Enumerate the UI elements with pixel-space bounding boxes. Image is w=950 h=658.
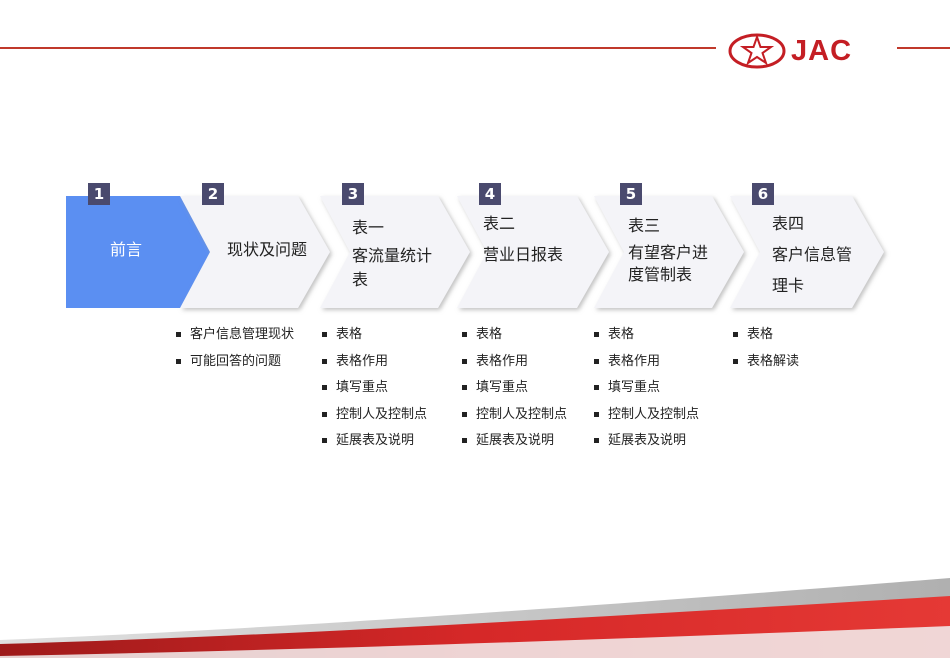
list-item: 表格 — [320, 322, 427, 349]
list-item: 填写重点 — [460, 375, 567, 402]
header-rule-left — [0, 47, 716, 49]
step-4-number: 4 — [479, 183, 501, 205]
list-item: 表格作用 — [320, 349, 427, 376]
list-item: 表格解读 — [731, 349, 799, 376]
list-item: 表格 — [592, 322, 699, 349]
step-2-label: 现状及问题 — [227, 240, 308, 259]
list-item: 延展表及说明 — [320, 428, 427, 455]
step-1-label: 前言 — [110, 240, 143, 259]
step-4-chevron[interactable] — [457, 192, 657, 310]
step-3-bullet-list: 表格 表格作用 填写重点 控制人及控制点 延展表及说明 — [320, 322, 427, 455]
list-item: 填写重点 — [320, 375, 427, 402]
step-5-bullet-list: 表格 表格作用 填写重点 控制人及控制点 延展表及说明 — [592, 322, 699, 455]
step-1-number: 1 — [88, 183, 110, 205]
list-item: 延展表及说明 — [592, 428, 699, 455]
step-6-bullet-list: 表格 表格解读 — [731, 322, 799, 375]
list-item: 表格 — [731, 322, 799, 349]
list-item: 延展表及说明 — [460, 428, 567, 455]
list-item: 控制人及控制点 — [320, 402, 427, 429]
list-item: 控制人及控制点 — [460, 402, 567, 429]
step-5-chevron[interactable] — [594, 192, 794, 310]
step-3-chevron[interactable] — [320, 192, 520, 310]
jac-star-emblem-icon — [728, 33, 786, 69]
step-2-bullet-list: 客户信息管理现状 可能回答的问题 — [174, 322, 294, 375]
step-2-number: 2 — [202, 183, 224, 205]
jac-logo-text: JAC — [791, 35, 853, 67]
step-4-bullet-list: 表格 表格作用 填写重点 控制人及控制点 延展表及说明 — [460, 322, 567, 455]
step-6-chevron[interactable] — [730, 192, 930, 310]
step-5-label: 表三 有望客户进 度管制表 — [628, 216, 709, 284]
header-rule-right — [897, 47, 950, 49]
list-item: 表格 — [460, 322, 567, 349]
list-item: 表格作用 — [592, 349, 699, 376]
step-4-label: 表二 营业日报表 — [483, 214, 564, 264]
step-1-chevron[interactable] — [66, 192, 266, 310]
step-2-chevron[interactable] — [180, 192, 380, 310]
list-item: 表格作用 — [460, 349, 567, 376]
list-item: 控制人及控制点 — [592, 402, 699, 429]
footer-swoosh-decoration — [0, 578, 950, 658]
step-5-number: 5 — [620, 183, 642, 205]
list-item: 填写重点 — [592, 375, 699, 402]
list-item: 可能回答的问题 — [174, 349, 294, 376]
step-6-label: 表四 客户信息管 理卡 — [772, 214, 853, 295]
step-3-number: 3 — [342, 183, 364, 205]
step-6-number: 6 — [752, 183, 774, 205]
list-item: 客户信息管理现状 — [174, 322, 294, 349]
step-3-label: 表一 客流量统计 表 — [352, 218, 433, 289]
